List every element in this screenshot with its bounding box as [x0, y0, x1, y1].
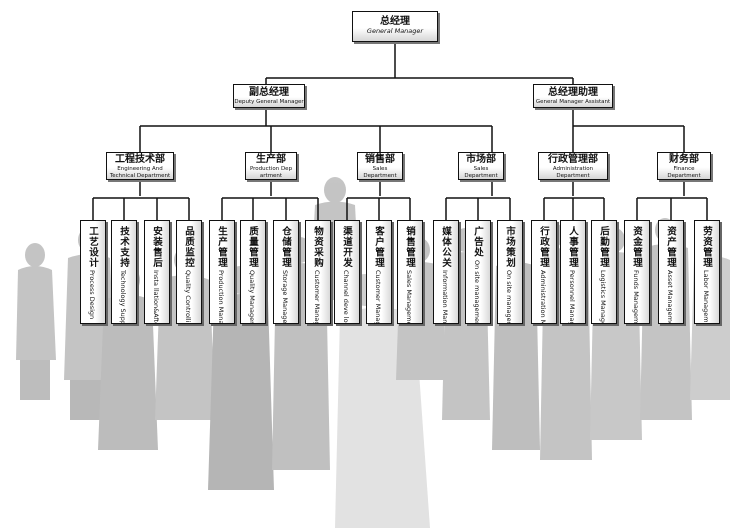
unit-en: Administration Management	[539, 270, 547, 324]
unit-zh: 技术支持	[118, 226, 129, 268]
unit-zh: 资金管理	[631, 226, 642, 268]
deputy-general-manager-zh: 副总经理	[249, 87, 289, 98]
unit-box-quality-management: 质量管理 Quality Management	[240, 220, 266, 324]
general-manager-box: 总经理 General Manager	[352, 11, 438, 42]
department-box-production: 生产部 Production Dep artment	[245, 152, 297, 180]
unit-zh: 仓储管理	[280, 226, 291, 268]
unit-box-labor-management: 劳资管理 Labor Management	[694, 220, 720, 324]
unit-en: Customer Management	[374, 270, 382, 324]
unit-en: Quality Management	[248, 270, 256, 324]
unit-box-storage-management: 仓储管理 Storage Management	[273, 220, 299, 324]
unit-zh: 劳资管理	[701, 226, 712, 268]
department-zh: 生产部	[256, 154, 286, 165]
unit-zh: 生产管理	[216, 226, 227, 268]
unit-zh: 客户管理	[373, 226, 384, 268]
unit-zh: 后勤管理	[598, 226, 609, 268]
unit-en: Insta llation&After sale	[152, 270, 160, 324]
department-en: Engineering And Technical Department	[109, 166, 171, 179]
unit-en: Logistics Management	[599, 270, 607, 324]
unit-en: Asset Management	[666, 270, 674, 324]
department-box-engineering: 工程技术部 Engineering And Technical Departme…	[106, 152, 174, 180]
unit-zh: 市场策划	[504, 226, 515, 268]
general-manager-zh: 总经理	[380, 16, 410, 27]
department-en: Sales Department	[363, 166, 397, 179]
unit-box-purchasing: 物资采购 Customer Management	[305, 220, 331, 324]
unit-en: Customer Management	[313, 270, 321, 324]
unit-box-media-pr: 媒体公关 Information Management	[433, 220, 459, 324]
deputy-general-manager-box: 副总经理 Deputy General Manager	[233, 84, 305, 108]
gm-assistant-zh: 总经理助理	[548, 87, 598, 98]
unit-zh: 人事管理	[567, 226, 578, 268]
gm-assistant-box: 总经理助理 General Manager Assistant	[533, 84, 613, 108]
department-zh: 财务部	[669, 154, 699, 165]
gm-assistant-en: General Manager Assistant	[535, 99, 611, 105]
department-zh: 工程技术部	[115, 154, 165, 165]
unit-zh: 行政管理	[538, 226, 549, 268]
unit-en: On site management	[473, 259, 481, 324]
department-en: Administration Department	[552, 166, 594, 179]
unit-en: On site management	[505, 270, 513, 324]
unit-en: Process Design	[88, 270, 96, 320]
unit-box-logistics-management: 后勤管理 Logistics Management	[591, 220, 617, 324]
general-manager-en: General Manager	[366, 27, 424, 35]
unit-zh: 销售管理	[404, 226, 415, 268]
unit-box-installation: 安装售后 Insta llation&After sale	[144, 220, 170, 324]
department-box-administration: 行政管理部 Administration Department	[538, 152, 608, 180]
unit-en: Channel deve loping	[342, 270, 350, 324]
unit-zh: 物资采购	[312, 226, 323, 268]
unit-box-technology-support: 技术支持 Technology Support	[111, 220, 137, 324]
unit-en: Technology Support	[119, 270, 127, 324]
unit-en: Storage Management	[281, 270, 289, 324]
unit-box-process-design: 工艺设计 Process Design	[80, 220, 106, 324]
unit-zh: 工艺设计	[87, 226, 98, 268]
department-box-marketing: 市场部 Sales Department	[458, 152, 504, 180]
unit-box-asset-management: 资产管理 Asset Management	[658, 220, 684, 324]
unit-box-channel-developing: 渠道开发 Channel deve loping	[334, 220, 360, 324]
unit-zh: 广告处	[472, 226, 483, 258]
unit-box-funds-management: 资金管理 Funds Management	[624, 220, 650, 324]
unit-en: Sales Management	[405, 270, 413, 324]
unit-zh: 质量管理	[247, 226, 258, 268]
department-box-finance: 财务部 Finance Department	[657, 152, 711, 180]
department-en: Production Dep artment	[249, 166, 293, 179]
unit-box-personnel-management: 人事管理 Personnel Management	[560, 220, 586, 324]
unit-box-advertising: 广告处On site management	[465, 220, 491, 324]
deputy-general-manager-en: Deputy General Manager	[234, 99, 304, 105]
unit-zh: 渠道开发	[341, 226, 352, 268]
unit-box-production-management: 生产管理 Production Management	[209, 220, 235, 324]
unit-zh: 品质监控	[183, 226, 194, 268]
department-zh: 销售部	[365, 154, 395, 165]
department-zh: 市场部	[466, 154, 496, 165]
department-zh: 行政管理部	[548, 154, 598, 165]
unit-zh: 媒体公关	[440, 226, 451, 268]
unit-en: Funds Management	[632, 270, 640, 324]
unit-box-sales-management: 销售管理 Sales Management	[397, 220, 423, 324]
unit-en: Production Management	[217, 270, 225, 324]
department-en: Sales Department	[464, 166, 498, 179]
unit-zh: 安装售后	[151, 226, 162, 268]
unit-box-customer-management: 客户管理 Customer Management	[366, 220, 392, 324]
department-box-sales: 销售部 Sales Department	[357, 152, 403, 180]
unit-en: Information Management	[441, 270, 449, 324]
unit-zh: 资产管理	[665, 226, 676, 268]
unit-en: Labor Management	[702, 270, 710, 324]
unit-box-administration-management: 行政管理 Administration Management	[531, 220, 557, 324]
department-en: Finance Department	[667, 166, 701, 179]
unit-box-market-planning: 市场策划 On site management	[497, 220, 523, 324]
unit-en: Personnel Management	[568, 270, 576, 324]
unit-en: Quality Controlling	[184, 270, 192, 324]
unit-box-quality-controlling: 品质监控 Quality Controlling	[176, 220, 202, 324]
